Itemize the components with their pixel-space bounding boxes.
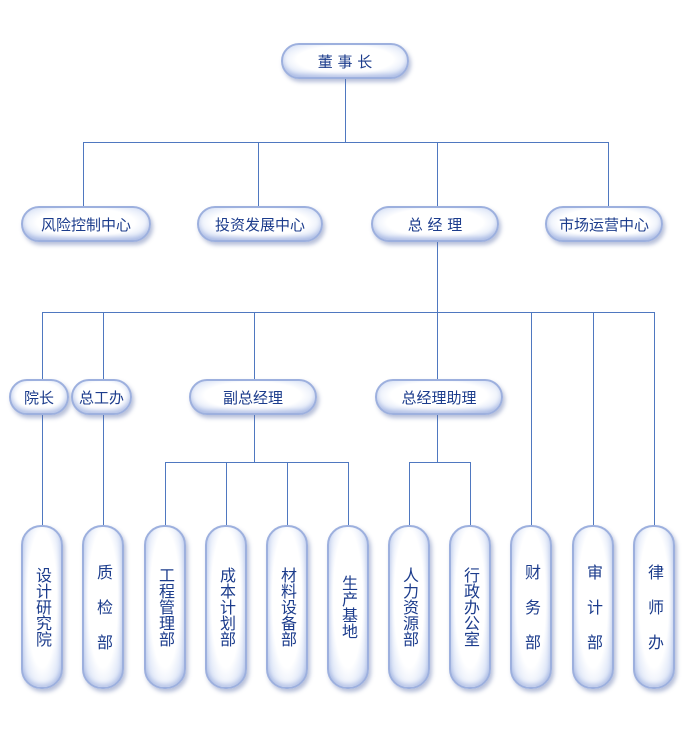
node-label: 工程管理部	[156, 567, 175, 647]
connector	[258, 142, 259, 208]
connector	[409, 462, 410, 526]
connector	[165, 462, 349, 463]
connector	[103, 312, 104, 526]
node-label: 律 师 办	[645, 564, 664, 650]
connector	[254, 414, 255, 462]
node-market-ops[interactable]: 市场运营中心	[545, 206, 663, 242]
node-investment[interactable]: 投资发展中心	[197, 206, 323, 242]
node-dean[interactable]: 院长	[9, 379, 69, 415]
node-label: 总 经 理	[407, 215, 463, 234]
node-department[interactable]: 审 计 部	[572, 525, 614, 689]
connector	[593, 312, 594, 526]
node-label: 董 事 长	[317, 52, 373, 71]
connector	[470, 462, 471, 526]
node-label: 设计研究院	[33, 567, 52, 647]
connector	[348, 462, 349, 526]
node-department[interactable]: 设计研究院	[21, 525, 63, 689]
node-risk-control[interactable]: 风险控制中心	[21, 206, 151, 242]
connector	[437, 241, 438, 312]
node-label: 总工办	[78, 388, 124, 407]
node-department[interactable]: 生产基地	[327, 525, 369, 689]
connector	[254, 312, 255, 380]
connector	[437, 414, 438, 462]
node-label: 副总经理	[222, 388, 283, 407]
connector	[165, 462, 166, 526]
connector	[654, 312, 655, 526]
node-label: 成本计划部	[217, 567, 236, 647]
connector	[287, 462, 288, 526]
connector	[437, 142, 438, 208]
node-label: 市场运营中心	[558, 215, 649, 234]
node-general-manager[interactable]: 总 经 理	[371, 206, 499, 242]
node-department[interactable]: 人力资源部	[388, 525, 430, 689]
node-department[interactable]: 工程管理部	[144, 525, 186, 689]
node-label: 行政办公室	[461, 567, 480, 647]
connector	[42, 312, 43, 526]
node-label: 人力资源部	[400, 567, 419, 647]
node-department[interactable]: 财 务 部	[510, 525, 552, 689]
connector	[437, 312, 438, 380]
node-label: 院长	[23, 388, 54, 407]
node-label: 审 计 部	[584, 564, 603, 650]
node-label: 材料设备部	[278, 567, 297, 647]
node-label: 生产基地	[339, 575, 358, 639]
node-chairman[interactable]: 董 事 长	[281, 43, 409, 79]
connector	[409, 462, 471, 463]
node-department[interactable]: 成本计划部	[205, 525, 247, 689]
node-label: 总经理助理	[401, 388, 477, 407]
connector	[608, 142, 609, 208]
node-label: 财 务 部	[522, 564, 541, 650]
connector	[83, 142, 84, 208]
node-label: 风险控制中心	[40, 215, 131, 234]
node-label: 质 检 部	[94, 564, 113, 650]
node-chief-engineer-office[interactable]: 总工办	[71, 379, 132, 415]
node-department[interactable]: 行政办公室	[449, 525, 491, 689]
node-department[interactable]: 律 师 办	[633, 525, 675, 689]
connector	[345, 78, 346, 142]
connector	[531, 312, 532, 526]
node-department[interactable]: 材料设备部	[266, 525, 308, 689]
node-deputy-gm[interactable]: 副总经理	[189, 379, 317, 415]
node-department[interactable]: 质 检 部	[82, 525, 124, 689]
node-gm-assistant[interactable]: 总经理助理	[375, 379, 503, 415]
connector	[42, 312, 655, 313]
connector	[226, 462, 227, 526]
connector	[83, 142, 609, 143]
node-label: 投资发展中心	[214, 215, 305, 234]
